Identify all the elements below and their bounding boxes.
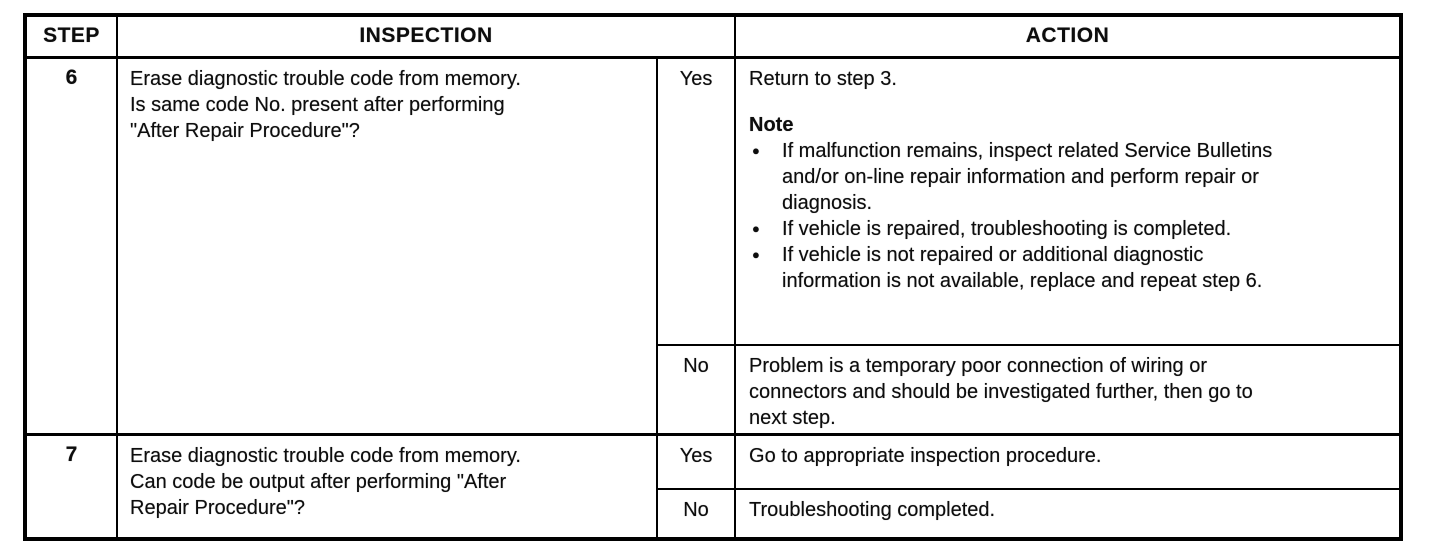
action-text: Return to step 3. <box>749 67 897 90</box>
step-number: 6 <box>24 56 118 435</box>
bullet-icon: ● <box>752 246 760 262</box>
step-number: 7 <box>24 432 118 540</box>
column-header-step: STEP <box>24 14 118 59</box>
note-item: ● If malfunction remains, inspect relate… <box>749 138 1391 216</box>
table-row-step6-yes: 6 Erase diagnostic trouble code from mem… <box>24 56 1403 435</box>
inspection-text: Erase diagnostic trouble code from memor… <box>130 444 521 519</box>
table-row-step7-yes: 7 Erase diagnostic trouble code from mem… <box>24 432 1403 540</box>
table-header-row: STEP INSPECTION ACTION <box>24 14 1403 59</box>
answer-cell: Yes <box>655 432 737 490</box>
action-cell: Troubleshooting completed. <box>734 488 1403 540</box>
action-cell: Problem is a temporary poor connection o… <box>734 344 1403 435</box>
inspection-text: Erase diagnostic trouble code from memor… <box>130 67 521 142</box>
answer-cell: Yes <box>655 56 737 346</box>
note-item-text: If vehicle is repaired, troubleshooting … <box>782 217 1232 240</box>
action-cell: Return to step 3. Note ● If malfunction … <box>734 56 1403 346</box>
inspection-cell: Erase diagnostic trouble code from memor… <box>116 432 658 540</box>
inspection-cell: Erase diagnostic trouble code from memor… <box>116 56 658 435</box>
table-row-step7-no: No Troubleshooting completed. <box>25 488 1403 540</box>
action-text: Troubleshooting completed. <box>749 499 996 521</box>
column-header-action: ACTION <box>734 14 1403 59</box>
note-label: Note <box>749 113 794 136</box>
note-item: ● If vehicle is repaired, troubleshootin… <box>749 216 1391 242</box>
bullet-icon: ● <box>752 142 760 158</box>
table-row-step6-no: No Problem is a temporary poor connectio… <box>25 344 1403 435</box>
note-item-text: If vehicle is not repaired or additional… <box>782 243 1263 292</box>
action-text: Go to appropriate inspection procedure. <box>749 444 1102 467</box>
note-item: ● If vehicle is not repaired or addition… <box>749 242 1391 294</box>
note-item-text: If malfunction remains, inspect related … <box>782 139 1273 214</box>
action-cell: Go to appropriate inspection procedure. <box>734 432 1403 490</box>
bullet-icon: ● <box>752 220 760 236</box>
action-text: Problem is a temporary poor connection o… <box>749 355 1253 429</box>
column-header-inspection: INSPECTION <box>115 14 737 59</box>
note-list: ● If malfunction remains, inspect relate… <box>749 138 1391 294</box>
answer-cell: No <box>655 344 737 435</box>
answer-cell: No <box>655 488 737 540</box>
troubleshooting-table: STEP INSPECTION ACTION 6 Erase diagnosti… <box>23 13 1404 541</box>
